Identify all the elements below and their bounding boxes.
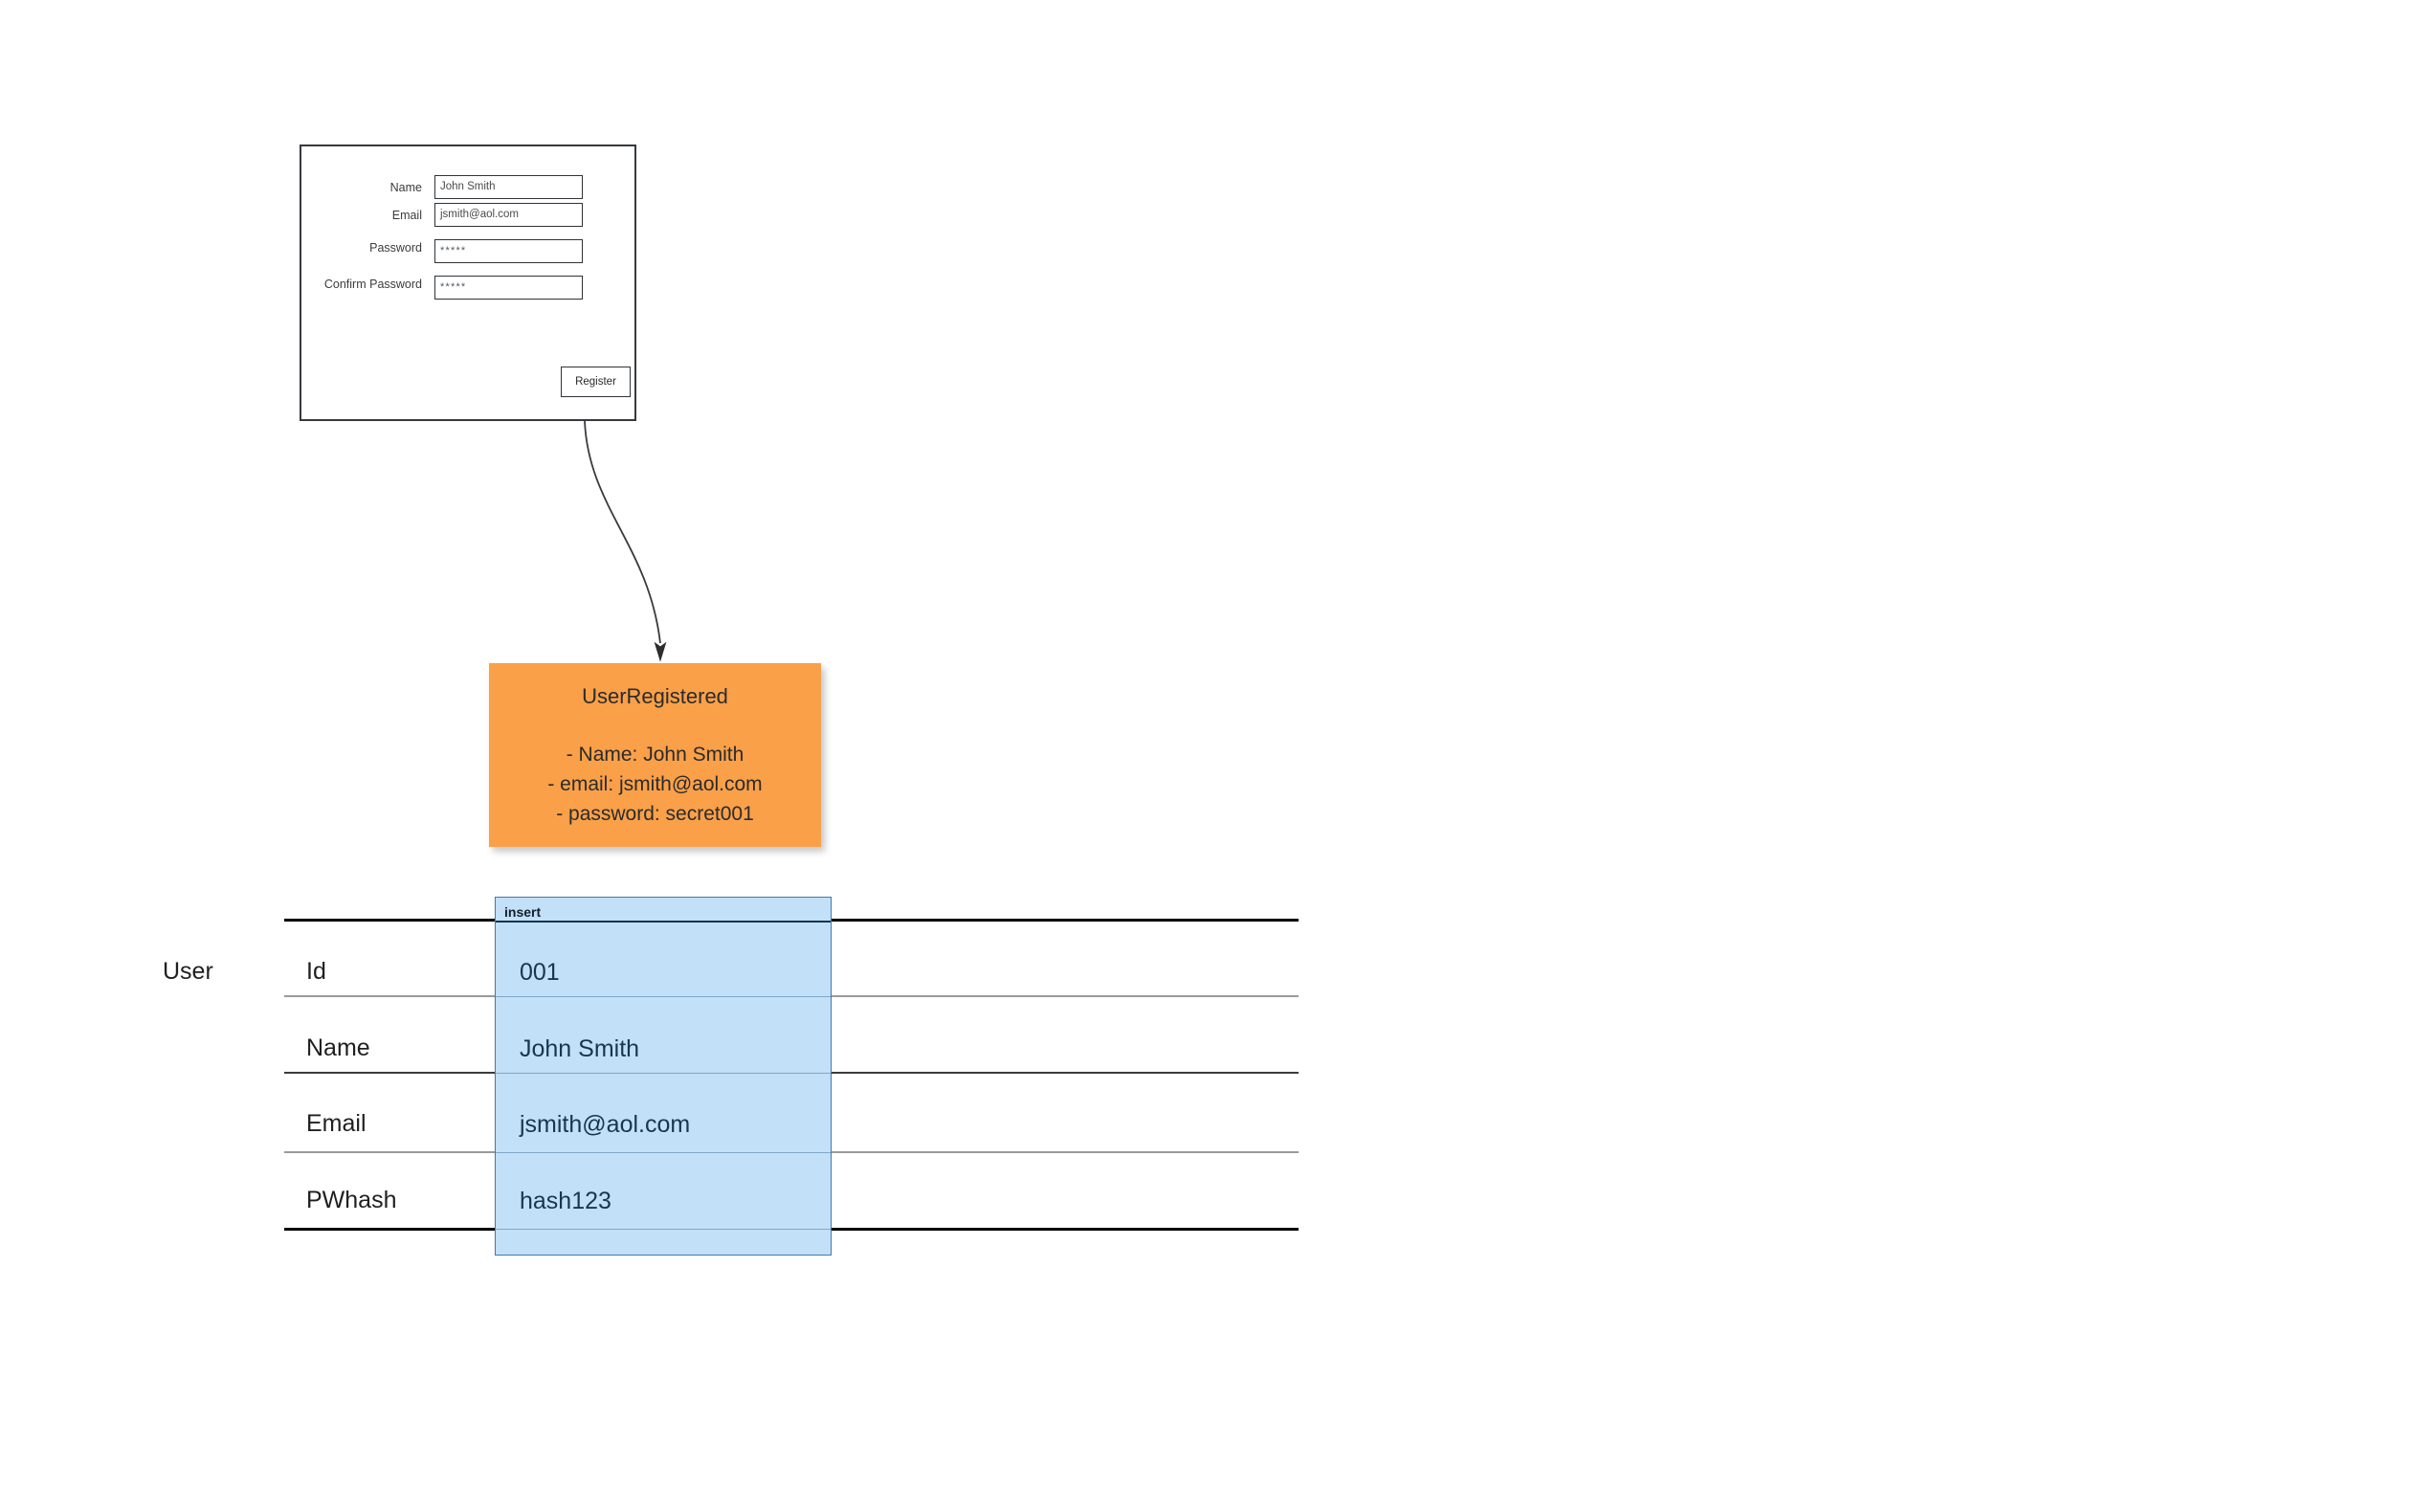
event-card-line-name: - Name: John Smith — [566, 744, 744, 766]
field-label-email: Email — [391, 209, 422, 222]
insert-header-divider — [496, 921, 831, 923]
table-row-label-id: Id — [306, 958, 326, 985]
password-input[interactable]: ***** — [434, 239, 583, 263]
insert-rowline-2 — [496, 1073, 831, 1075]
table-row-label-pwhash: PWhash — [306, 1187, 397, 1213]
insert-value-id: 001 — [520, 959, 560, 986]
insert-value-name: John Smith — [520, 1035, 640, 1062]
email-input[interactable]: jsmith@aol.com — [434, 203, 583, 227]
insert-rowline-3 — [496, 1152, 831, 1154]
table-row-label-name: Name — [306, 1034, 370, 1061]
register-button[interactable]: Register — [561, 367, 631, 397]
field-label-confirm-password: Confirm Password — [323, 278, 422, 291]
registration-form-panel: Name John Smith Email jsmith@aol.com Pas… — [300, 145, 636, 421]
field-label-name: Name — [389, 181, 422, 194]
form-row-confirm-password: Confirm Password ***** — [301, 274, 634, 302]
event-card-body: - Name: John Smith - email: jsmith@aol.c… — [489, 740, 821, 829]
insert-value-pwhash: hash123 — [520, 1188, 611, 1214]
form-row-password: Password ***** — [301, 237, 634, 266]
insert-rowline-1 — [496, 996, 831, 998]
name-input[interactable]: John Smith — [434, 175, 583, 199]
insert-column[interactable]: insert 001 John Smith jsmith@aol.com has… — [495, 897, 832, 1256]
event-card-title: UserRegistered — [582, 684, 728, 708]
event-card-user-registered: UserRegistered - Name: John Smith - emai… — [489, 663, 821, 847]
form-row-email: Email jsmith@aol.com — [301, 201, 634, 230]
event-card-line-password: - password: secret001 — [556, 803, 754, 825]
form-row-name: Name John Smith — [301, 173, 634, 202]
insert-rowline-4 — [496, 1229, 831, 1231]
table-row-label-email: Email — [306, 1110, 367, 1137]
insert-value-email: jsmith@aol.com — [520, 1111, 691, 1138]
table-entity-label: User — [163, 958, 213, 985]
confirm-password-input[interactable]: ***** — [434, 276, 583, 300]
insert-column-header: insert — [504, 904, 542, 920]
event-card-line-email: - email: jsmith@aol.com — [547, 773, 763, 795]
field-label-password: Password — [369, 241, 422, 255]
